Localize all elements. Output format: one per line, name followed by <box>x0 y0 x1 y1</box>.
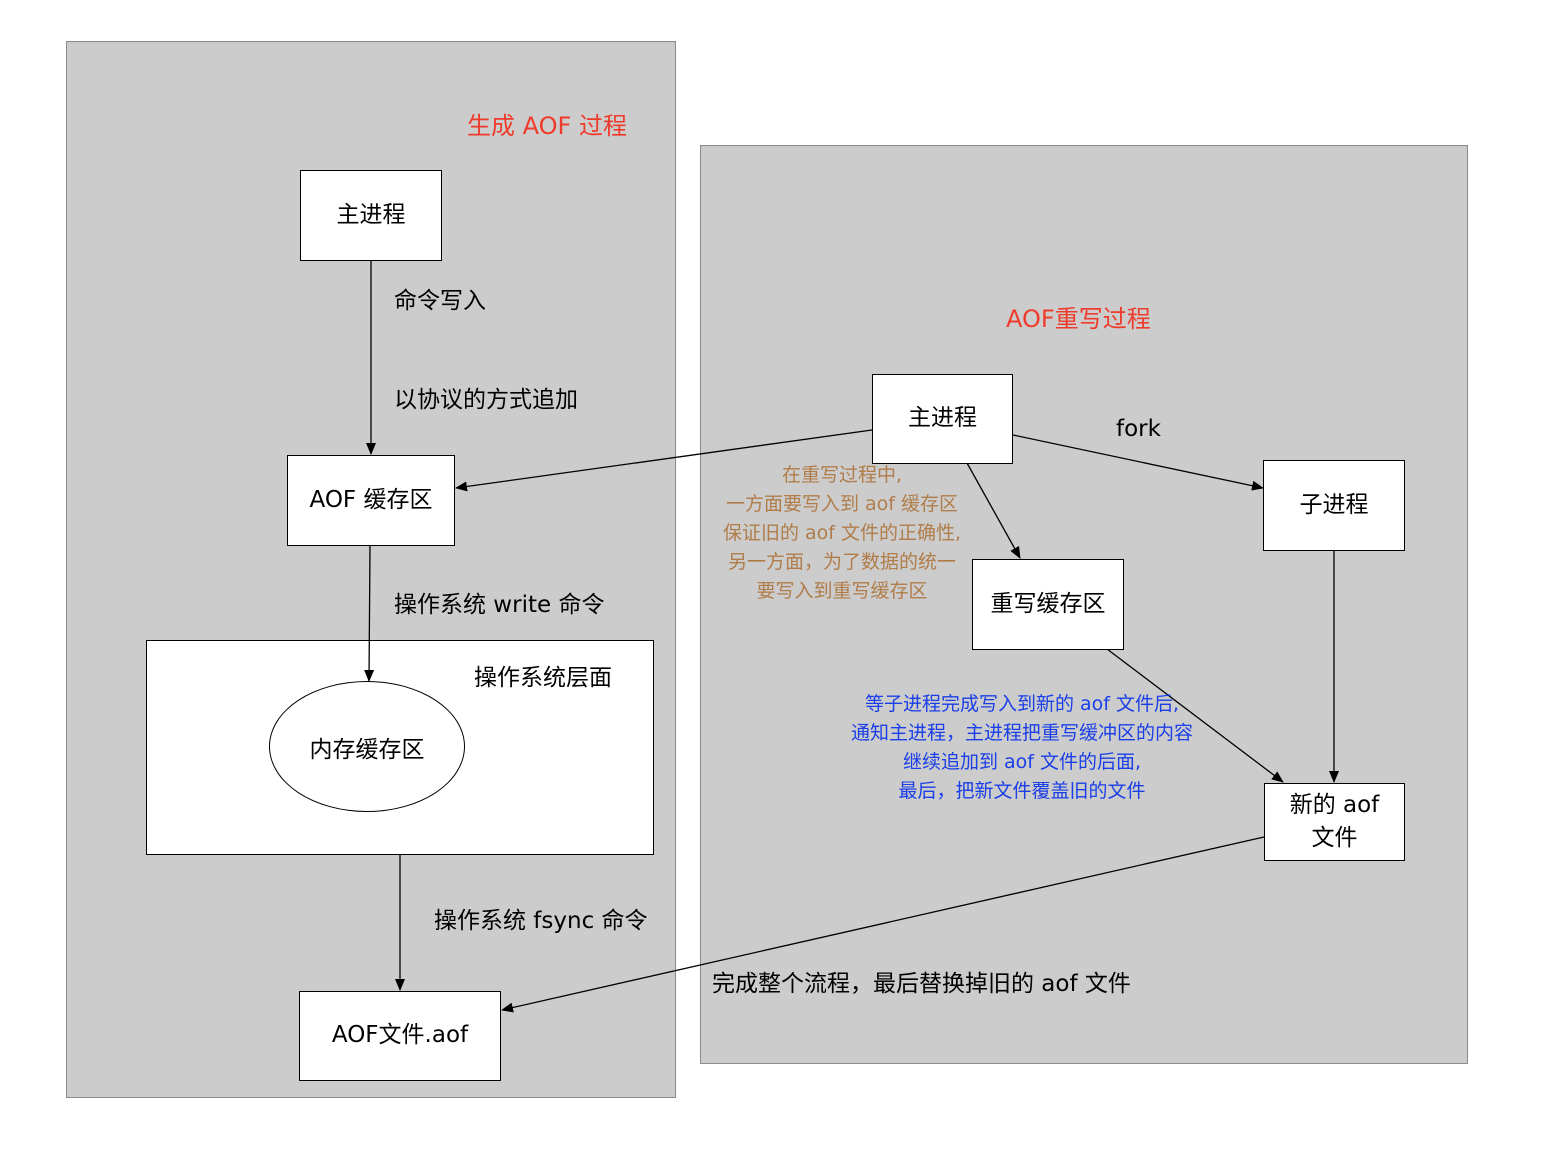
blue-annotation-line: 最后，把新文件覆盖旧的文件 <box>898 780 1146 802</box>
os-layer-label: 操作系统层面 <box>474 665 612 691</box>
edge-main-to-aof-buffer-cross <box>455 429 873 492</box>
rewrite-buffer-node: 重写缓存区 <box>972 559 1124 650</box>
child-process-node: 子进程 <box>1263 460 1405 551</box>
edge-label-write-command: 命令写入 <box>394 288 486 314</box>
edge-label-append-protocol: 以协议的方式追加 <box>394 387 578 413</box>
right-panel-title: AOF重写过程 <box>1006 305 1151 333</box>
blue-annotation-line: 继续追加到 aof 文件的后面, <box>902 751 1142 773</box>
brown-annotation-line: 一方面要写入到 aof 缓存区 <box>725 493 959 515</box>
aof-file-node: AOF文件.aof <box>299 991 501 1081</box>
new-aof-file-node: 新的 aof 文件 <box>1264 783 1405 861</box>
blue-annotation: 等子进程完成写入到新的 aof 文件后, 通知主进程，主进程把重写缓冲区的内容 … <box>822 690 1222 806</box>
edge-new-aof-to-aof-file <box>501 836 1265 1013</box>
edge-aof-buffer-to-memory <box>364 544 375 682</box>
edge-rewrite-buffer-to-new-aof <box>1106 648 1284 783</box>
new-aof-file-line1: 新的 aof <box>1289 791 1380 818</box>
edge-label-os-write: 操作系统 write 命令 <box>394 592 605 618</box>
edge-main-to-child-fork <box>1012 434 1264 491</box>
brown-annotation-line: 保证旧的 aof 文件的正确性, <box>722 522 962 544</box>
main-process-node-left: 主进程 <box>300 170 442 261</box>
edge-label-fork: fork <box>1116 416 1161 442</box>
edge-main-to-rewrite-buffer <box>966 462 1021 559</box>
aof-buffer-node: AOF 缓存区 <box>287 455 455 546</box>
brown-annotation-line: 另一方面，为了数据的统一 <box>727 551 956 573</box>
blue-annotation-line: 等子进程完成写入到新的 aof 文件后, <box>864 693 1180 715</box>
brown-annotation-line: 在重写过程中, <box>781 464 903 486</box>
memory-buffer-node: 内存缓存区 <box>269 681 465 812</box>
edge-label-replace-old-aof: 完成整个流程，最后替换掉旧的 aof 文件 <box>712 971 1131 997</box>
edge-label-os-fsync: 操作系统 fsync 命令 <box>434 908 648 934</box>
main-process-node-right: 主进程 <box>872 374 1013 464</box>
brown-annotation-line: 要写入到重写缓存区 <box>756 580 928 602</box>
blue-annotation-line: 通知主进程，主进程把重写缓冲区的内容 <box>850 722 1193 744</box>
new-aof-file-line2: 文件 <box>1311 825 1358 851</box>
left-panel-title: 生成 AOF 过程 <box>467 112 627 140</box>
brown-annotation: 在重写过程中, 一方面要写入到 aof 缓存区 保证旧的 aof 文件的正确性,… <box>702 461 982 606</box>
